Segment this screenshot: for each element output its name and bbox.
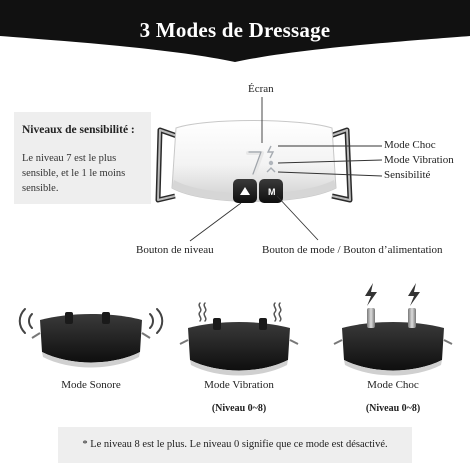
mode-name-shock: Mode Choc <box>367 379 419 391</box>
mode-name-sound: Mode Sonore <box>61 379 121 391</box>
sensitivity-title: Niveaux de sensibilité : <box>22 124 135 136</box>
level-button-triangle-icon <box>240 187 250 195</box>
mode-name-vibration: Mode Vibration <box>204 379 274 391</box>
strap-loop-right <box>329 127 353 203</box>
vibration-icon <box>198 302 282 322</box>
footnote-text: * Le niveau 8 est le plus. Le niveau 0 s… <box>82 439 388 450</box>
sound-waves-icon <box>18 308 164 334</box>
mode-button-label: Bouton de mode / Bouton d’alimentation <box>262 244 443 256</box>
mode-power-button[interactable] <box>259 179 283 203</box>
lightning-icon <box>365 283 420 306</box>
mode-button-callout-line <box>276 195 319 241</box>
sensitivity-indicator-icon <box>266 167 276 173</box>
header-banner: 3 Modes de Dressage <box>0 0 470 62</box>
callout-sensitivity: Sensibilité <box>384 169 431 181</box>
page-title: 3 Modes de Dressage <box>139 18 331 42</box>
mode-range-shock: (Niveau 0~8) <box>365 403 421 414</box>
screen-display <box>246 145 276 177</box>
mode-button-m-glyph: M <box>268 187 276 197</box>
sensitivity-callout-line <box>277 171 383 177</box>
shock-indicator-icon <box>266 145 275 159</box>
footnote-box: * Le niveau 8 est le plus. Le niveau 0 s… <box>58 427 412 463</box>
strap-loop-left <box>155 127 178 203</box>
sensitivity-text: Le niveau 7 est le plus sensible, et le … <box>22 153 126 194</box>
device-sound <box>18 308 164 368</box>
display-digit-seven <box>246 151 264 177</box>
body-rim <box>172 180 336 202</box>
callout-mode-vibration: Mode Vibration <box>384 154 454 166</box>
sensitivity-info-box: Niveaux de sensibilité : Le niveau 7 est… <box>14 112 151 204</box>
callout-mode-shock: Mode Choc <box>384 139 436 151</box>
banner-shape <box>0 0 470 62</box>
mode-range-vibration: (Niveau 0~8) <box>211 403 267 414</box>
device-shock <box>333 283 453 376</box>
vibration-indicator-icon <box>268 160 274 166</box>
device-vibration <box>179 302 299 376</box>
vibration-callout-line <box>277 159 383 164</box>
callout-lines <box>189 97 383 242</box>
level-button-callout-line <box>189 202 242 242</box>
level-button-label: Bouton de niveau <box>136 244 214 256</box>
screen-label: Écran <box>248 83 274 95</box>
